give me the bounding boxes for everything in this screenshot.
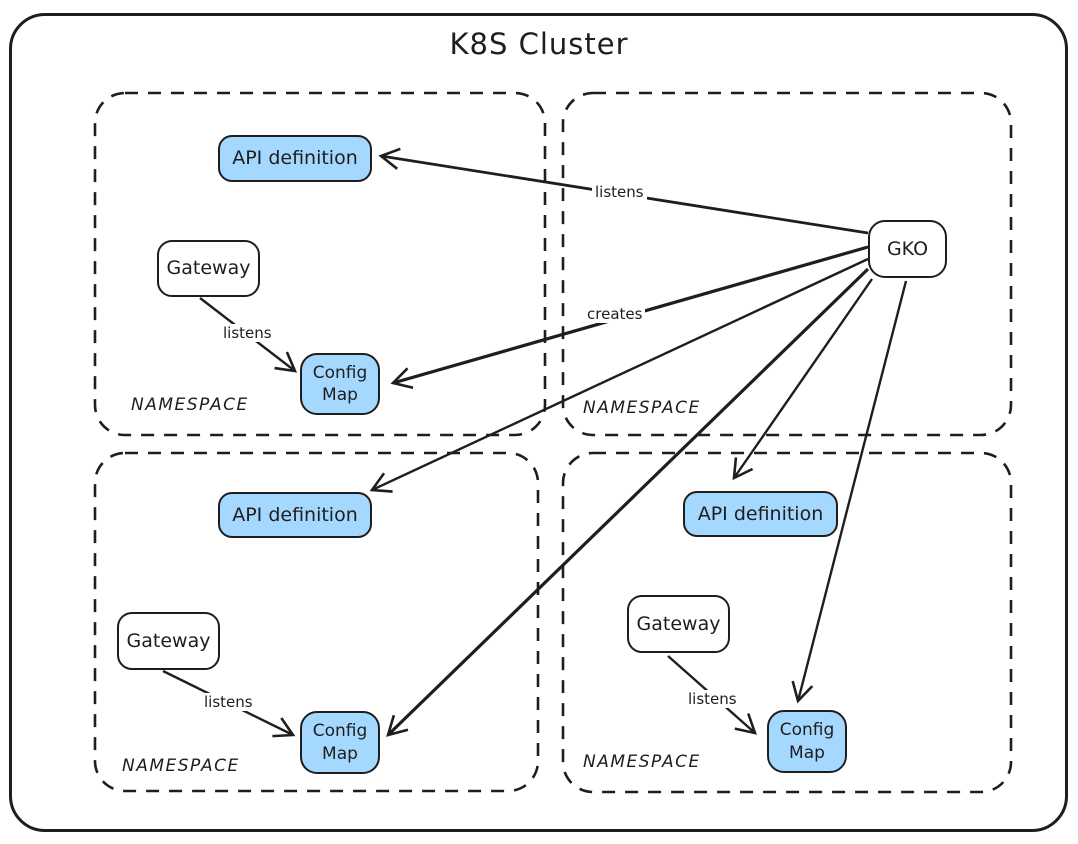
- namespace-box-top-right: [561, 91, 1013, 437]
- edge-gko-to-api-definition-bottom-left: [369, 257, 869, 493]
- namespace-label-bottom-right: NAMESPACE: [583, 752, 701, 772]
- node-api-definition-bottom-left: API definition: [218, 492, 372, 538]
- edge-gko-to-api-definition-bottom-right: [732, 278, 873, 481]
- node-config-map-top-left: Config Map: [300, 353, 380, 415]
- node-api-definition-top-left: API definition: [218, 135, 372, 182]
- node-api-definition-bottom-right: API definition: [683, 491, 838, 537]
- edge-gko-to-config-map-bottom-left: [386, 267, 870, 737]
- edge-label-listens-bottom-right: listens: [685, 690, 740, 708]
- node-config-map-bottom-right: Config Map: [767, 710, 847, 773]
- node-config-map-bottom-left: Config Map: [300, 711, 380, 774]
- diagram-title: K8S Cluster: [449, 27, 629, 61]
- node-gateway-bottom-right: Gateway: [627, 595, 730, 653]
- edge-gko-to-config-map-bottom-right: [791, 280, 908, 704]
- namespace-label-bottom-left: NAMESPACE: [122, 756, 240, 776]
- namespace-label-top-left: NAMESPACE: [131, 395, 249, 415]
- edge-label-gko-creates: creates: [584, 305, 646, 323]
- edge-label-listens-top-left: listens: [220, 324, 275, 342]
- namespace-box-bottom-right: [561, 451, 1013, 794]
- k8s-cluster-boundary: [9, 13, 1068, 832]
- node-gko: GKO: [868, 220, 947, 278]
- namespace-box-top-left: [93, 91, 547, 437]
- edge-label-gko-listens: listens: [592, 183, 647, 201]
- node-gateway-top-left: Gateway: [157, 240, 260, 297]
- namespace-box-bottom-left: [93, 451, 540, 793]
- namespace-label-top-right: NAMESPACE: [583, 398, 701, 418]
- node-gateway-bottom-left: Gateway: [117, 612, 220, 670]
- edge-label-listens-bottom-left: listens: [201, 693, 256, 711]
